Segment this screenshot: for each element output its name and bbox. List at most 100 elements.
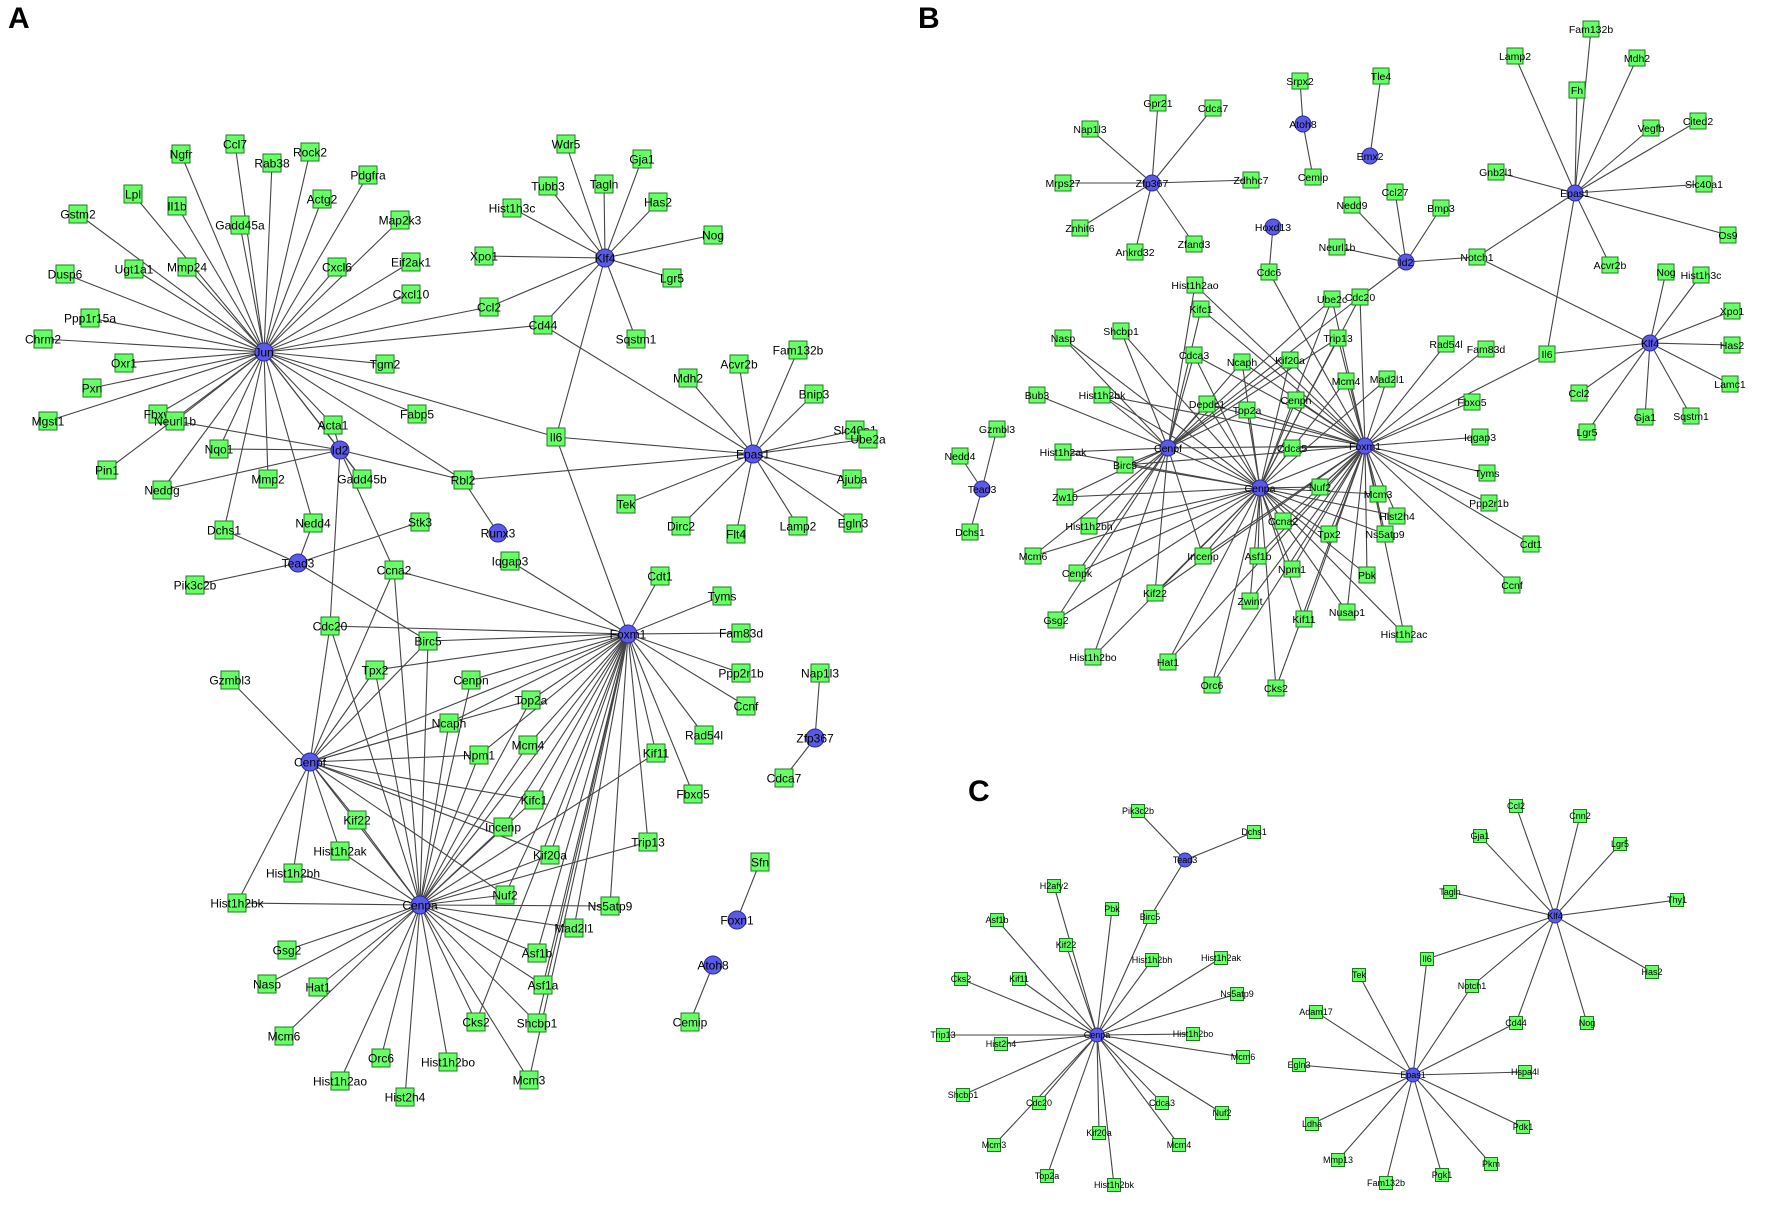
gene-node-a-kifc1-box [524,790,544,810]
tf-node-b-zfp367-label: Zfp367 [1136,178,1169,190]
gene-node-b-orc6-label: Orc6 [1201,680,1224,692]
edge-a-jun-tgm2 [263,351,386,365]
edge-a-jun-ppp1r15a [89,317,265,353]
gene-node-b-bmp3-label: Bmp3 [1427,203,1455,215]
edge-b-epas1-acvr2b [1574,192,1611,266]
gene-node-a-ajuba-box [842,469,862,489]
gene-node-c-hist1h2bo-box [1186,1027,1200,1041]
gene-node-b-lamc1: Lamc1 [1714,375,1746,393]
edge-c-epas1-tek [1358,974,1414,1076]
gene-node-c-shcbp1-box [956,1088,970,1102]
gene-node-b-pbk-label: Pbk [1358,570,1377,582]
gene-node-b-slc40a1-label: Slc40a1 [1685,179,1723,191]
edge-a-epas1-ube2a [752,438,869,455]
gene-node-b-tle4-box [1372,67,1390,85]
gene-node-b-sqstm1-label: Sqstm1 [1673,411,1709,423]
edge-a-cenpa-mcm6 [283,904,421,1037]
gene-node-c-kif22-box [1059,938,1073,952]
edge-a-jun-gstm2 [77,213,265,353]
tf-node-b-hoxd13-label: Hoxd13 [1255,222,1291,234]
gene-node-b-fam132b-label: Fam132b [1569,24,1614,36]
gene-node-a-rab38-label: Rab38 [254,156,290,170]
gene-node-b-nog-label: Nog [1656,267,1675,279]
gene-node-a-gja1-label: Gja1 [629,152,655,166]
gene-node-c-mcm4: Mcm4 [1167,1138,1192,1152]
gene-node-b-kifc1-box [1192,300,1210,318]
gene-node-a-flt4-label: Flt4 [726,527,746,541]
tf-node-b-hoxd13-circle [1264,218,1282,236]
gene-node-a-lgr5: Lgr5 [660,268,684,288]
edge-b-cenpa-nasp [1062,337,1261,489]
edge-a-jun-gadd45a [239,224,265,353]
edge-a-jun-dchs1 [223,351,265,531]
gene-node-c-mcm3: Mcm3 [982,1138,1007,1152]
gene-node-b-ankrd32-label: Ankrd32 [1115,247,1154,259]
gene-node-b-neurl1b-box [1328,238,1346,256]
gene-node-a-cemip-box [680,1012,700,1032]
gene-node-a-kif22-box [347,810,367,830]
gene-node-b-neurl1b-label: Neurl1b [1319,242,1356,254]
edge-a-jun-il6 [263,351,557,438]
tf-node-a-runx3-circle [488,523,508,543]
gene-node-a-cxcl10: Cxcl10 [393,284,430,304]
tf-node-a-cenpa: Cenpa [402,895,438,915]
gene-node-c-hspa4l-box [1518,1065,1532,1079]
gene-node-c-hspa4l-label: Hspa4l [1511,1067,1539,1077]
gene-node-a-ccl7-box [225,134,245,154]
gene-node-c-mcm3-label: Mcm3 [982,1140,1007,1150]
gene-node-c-nog-label: Nog [1579,1018,1596,1028]
edge-a-klf4-wdr5 [565,143,606,259]
gene-node-b-trip13-box [1329,329,1347,347]
gene-node-c-cdc20-label: Cdc20 [1026,1098,1052,1108]
gene-node-a-hist1h2ao-label: Hist1h2ao [313,1074,367,1088]
edge-a-cenpa-hist1h2bo [419,904,449,1063]
gene-node-a-cenpn: Cenpn [453,670,489,690]
gene-node-c-mcm4-label: Mcm4 [1167,1140,1192,1150]
gene-node-a-mcm3-label: Mcm3 [513,1073,546,1087]
edge-a-cenpa-npm1 [419,754,480,906]
gene-node-a-neddg-box [152,480,172,500]
gene-node-b-xpo1-label: Xpo1 [1720,306,1745,318]
gene-node-a-ppp2r1b: Ppp2r1b [718,663,764,683]
edge-a-epas1-mdh2 [687,377,754,455]
gene-node-a-mcm4: Mcm4 [512,735,545,755]
gene-node-a-mgst1: Mgst1 [32,411,65,431]
gene-node-b-fam83d-box [1477,340,1495,358]
edge-c-cenpa-cdc20 [1038,1034,1098,1104]
tf-node-b-emx2: Emx2 [1357,147,1384,165]
gene-node-a-gzmbl3: Gzmbl3 [209,670,251,690]
gene-node-b-hist1h3c: Hist1h3c [1681,266,1721,284]
gene-node-a-tubb3-label: Tubb3 [531,179,565,193]
gene-node-c-tek-box [1352,968,1366,982]
edge-b-zfp367-zfand3 [1151,182,1195,245]
gene-node-b-cdca7-label: Cdca7 [1198,103,1229,115]
gene-node-c-h2afy2-label: H2afy2 [1040,881,1069,891]
edge-c-cenpa-asf1b [996,919,1098,1036]
gene-node-c-cd44-label: Cd44 [1505,1018,1527,1028]
gene-node-b-ube2c-label: Ube2c [1317,294,1347,306]
gene-node-a-acta1: Acta1 [318,415,349,435]
edge-a-id2-rbl2 [339,449,464,481]
edge-a-tead3-dchs1 [223,529,299,564]
edge-a-foxm1-ccna2 [393,569,629,635]
edge-a-cenpf-top2a [309,699,532,763]
gene-node-b-mcm6-box [1024,547,1042,565]
gene-node-a-chrm2-label: Chrm2 [25,332,61,346]
gene-node-b-os9: Os9 [1718,226,1738,244]
gene-node-a-nuf2-box [495,885,515,905]
edge-b-cenpa-kif11 [1259,487,1305,620]
gene-node-b-hist1h2ac-label: Hist1h2ac [1381,629,1428,641]
gene-node-c-pgk1-box [1435,1168,1449,1182]
gene-node-b-hist1h2bo: Hist1h2bo [1069,648,1117,666]
gene-node-b-orc6-box [1203,676,1221,694]
gene-node-a-hist1h2bk-label: Hist1h2bk [210,896,264,910]
tf-node-a-id2-circle [330,440,350,460]
edge-b-epas1-notch1 [1476,192,1576,258]
gene-node-a-rad54l-label: Rad54l [685,728,723,742]
gene-node-b-nuf2: Nuf2 [1309,478,1331,496]
gene-node-a-tgm2-box [375,354,395,374]
gene-node-b-rad54l-label: Rad54l [1429,339,1462,351]
gene-node-b-mdh2-box [1628,49,1646,67]
gene-node-b-mad2l1: Mad2l1 [1370,370,1404,388]
edge-c-cenpa-birc5 [1096,916,1151,1036]
